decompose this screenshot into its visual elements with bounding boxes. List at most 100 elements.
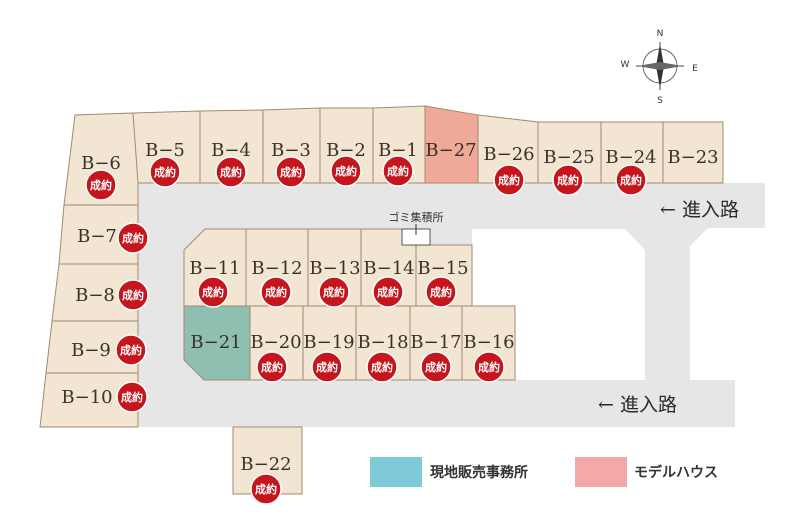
lot-label: B−24 (605, 147, 656, 168)
inner-block (205, 229, 645, 380)
sold-badge-circle (382, 155, 414, 187)
sold-badge-text: 成約 (121, 390, 143, 404)
legend-label-model: モデルハウス (634, 464, 718, 481)
lot-shape[interactable] (63, 112, 139, 206)
lot-label: B−26 (483, 144, 534, 165)
sold-badge-circle (615, 164, 647, 196)
sold-badge-text: 成約 (478, 360, 500, 374)
lot-label: B−22 (240, 454, 291, 475)
sold-badge: 成約 (260, 276, 292, 308)
sold-badge-circle (256, 351, 288, 383)
sold-badge-circle (493, 164, 525, 196)
sold-badge: 成約 (366, 351, 398, 383)
lot-shape[interactable] (183, 305, 251, 381)
sold-badge-circle (115, 334, 147, 366)
sold-badge-text: 成約 (255, 482, 277, 496)
sold-badge-text: 成約 (316, 360, 338, 374)
lot-b-6[interactable]: B−6 (63, 112, 139, 206)
lot-label: B−13 (309, 258, 360, 279)
lot-label: B−3 (271, 140, 311, 161)
legend-label-office: 現地販売事務所 (430, 464, 528, 481)
lot-label: B−4 (211, 140, 251, 161)
sold-badge-text: 成約 (323, 285, 345, 299)
sold-badge-text: 成約 (620, 173, 642, 187)
lot-b-4[interactable]: B−4 (199, 109, 264, 184)
sold-badge-circle (425, 276, 457, 308)
sold-badge: 成約 (117, 279, 149, 311)
lot-b-5[interactable]: B−5 (132, 110, 201, 184)
sold-badge: 成約 (382, 155, 414, 187)
sold-badge: 成約 (473, 351, 505, 383)
lot-label: B−7 (77, 226, 117, 247)
legend-swatch-office (370, 457, 422, 487)
sold-badge: 成約 (275, 156, 307, 188)
lot-label: B−14 (363, 258, 414, 279)
lot-label: B−16 (463, 332, 514, 353)
sold-badge: 成約 (311, 351, 343, 383)
lot-b-24[interactable]: B−24 (600, 121, 664, 184)
sold-badge-text: 成約 (280, 165, 302, 179)
sold-badge-circle (260, 276, 292, 308)
lot-label: B−17 (410, 332, 461, 353)
lot-label: B−12 (251, 258, 302, 279)
lot-label: B−23 (667, 147, 718, 168)
lot-b-10[interactable]: B−10 (39, 372, 139, 428)
lot-b-21[interactable]: B−21 (183, 305, 251, 381)
lot-label: B−21 (190, 332, 241, 353)
sold-badge: 成約 (115, 334, 147, 366)
lot-label: B−11 (189, 258, 240, 279)
lot-b-27[interactable]: B−27 (424, 105, 479, 184)
lot-b-26[interactable]: B−26 (477, 114, 539, 184)
sold-badge-text: 成約 (377, 285, 399, 299)
sold-badge: 成約 (117, 222, 149, 254)
sold-badge-circle (366, 351, 398, 383)
sold-badge-text: 成約 (122, 288, 144, 302)
sold-badge: 成約 (197, 276, 229, 308)
sold-badge-text: 成約 (335, 164, 357, 178)
sold-stamps: 成約成約成約成約成約成約成約成約成約成約成約成約成約成約成約成約成約成約成約成約… (85, 155, 647, 505)
sold-badge-circle (372, 276, 404, 308)
lot-b-23[interactable]: B−23 (662, 121, 724, 184)
sold-badge-text: 成約 (498, 173, 520, 187)
lot-label: B−20 (250, 332, 301, 353)
sold-badge: 成約 (318, 276, 350, 308)
sold-badge-text: 成約 (122, 231, 144, 245)
legend: 現地販売事務所 モデルハウス (370, 457, 718, 487)
lot-b-25[interactable]: B−25 (537, 121, 602, 184)
compass-w: W (621, 60, 630, 70)
lot-shape[interactable] (232, 426, 303, 495)
lot-b-22[interactable]: B−22 (232, 426, 303, 495)
lot-label: B−19 (303, 332, 354, 353)
sold-badge-circle (275, 156, 307, 188)
sold-badge-circle (250, 473, 282, 505)
lot-b-8[interactable]: B−8 (51, 263, 139, 322)
sold-badge-text: 成約 (425, 360, 447, 374)
sold-badge-circle (117, 222, 149, 254)
sold-badge-text: 成約 (557, 173, 579, 187)
sold-badge-text: 成約 (202, 285, 224, 299)
sold-badge-circle (149, 156, 181, 188)
sold-badge-circle (420, 351, 452, 383)
lot-b-9[interactable]: B−9 (45, 320, 139, 374)
sold-badge: 成約 (250, 473, 282, 505)
entrance-label-bottom: ← 進入路 (598, 394, 677, 416)
sold-badge: 成約 (493, 164, 525, 196)
sold-badge-text: 成約 (120, 343, 142, 357)
lot-shape[interactable] (39, 372, 139, 428)
sold-badge-text: 成約 (387, 164, 409, 178)
lot-label: B−5 (145, 140, 185, 161)
lot-label: B−27 (425, 140, 476, 161)
lot-shape[interactable] (424, 105, 479, 184)
compass-rose: N S E W (621, 29, 699, 106)
sold-badge-text: 成約 (154, 165, 176, 179)
lot-label: B−18 (357, 332, 408, 353)
sold-badge-text: 成約 (371, 360, 393, 374)
lot-label: B−25 (543, 147, 594, 168)
garbage-label: ゴミ集積所 (389, 210, 444, 224)
legend-swatch-model (575, 457, 627, 487)
sold-badge: 成約 (615, 164, 647, 196)
sold-badge-circle (318, 276, 350, 308)
sold-badge: 成約 (372, 276, 404, 308)
lot-label: B−10 (61, 387, 112, 408)
